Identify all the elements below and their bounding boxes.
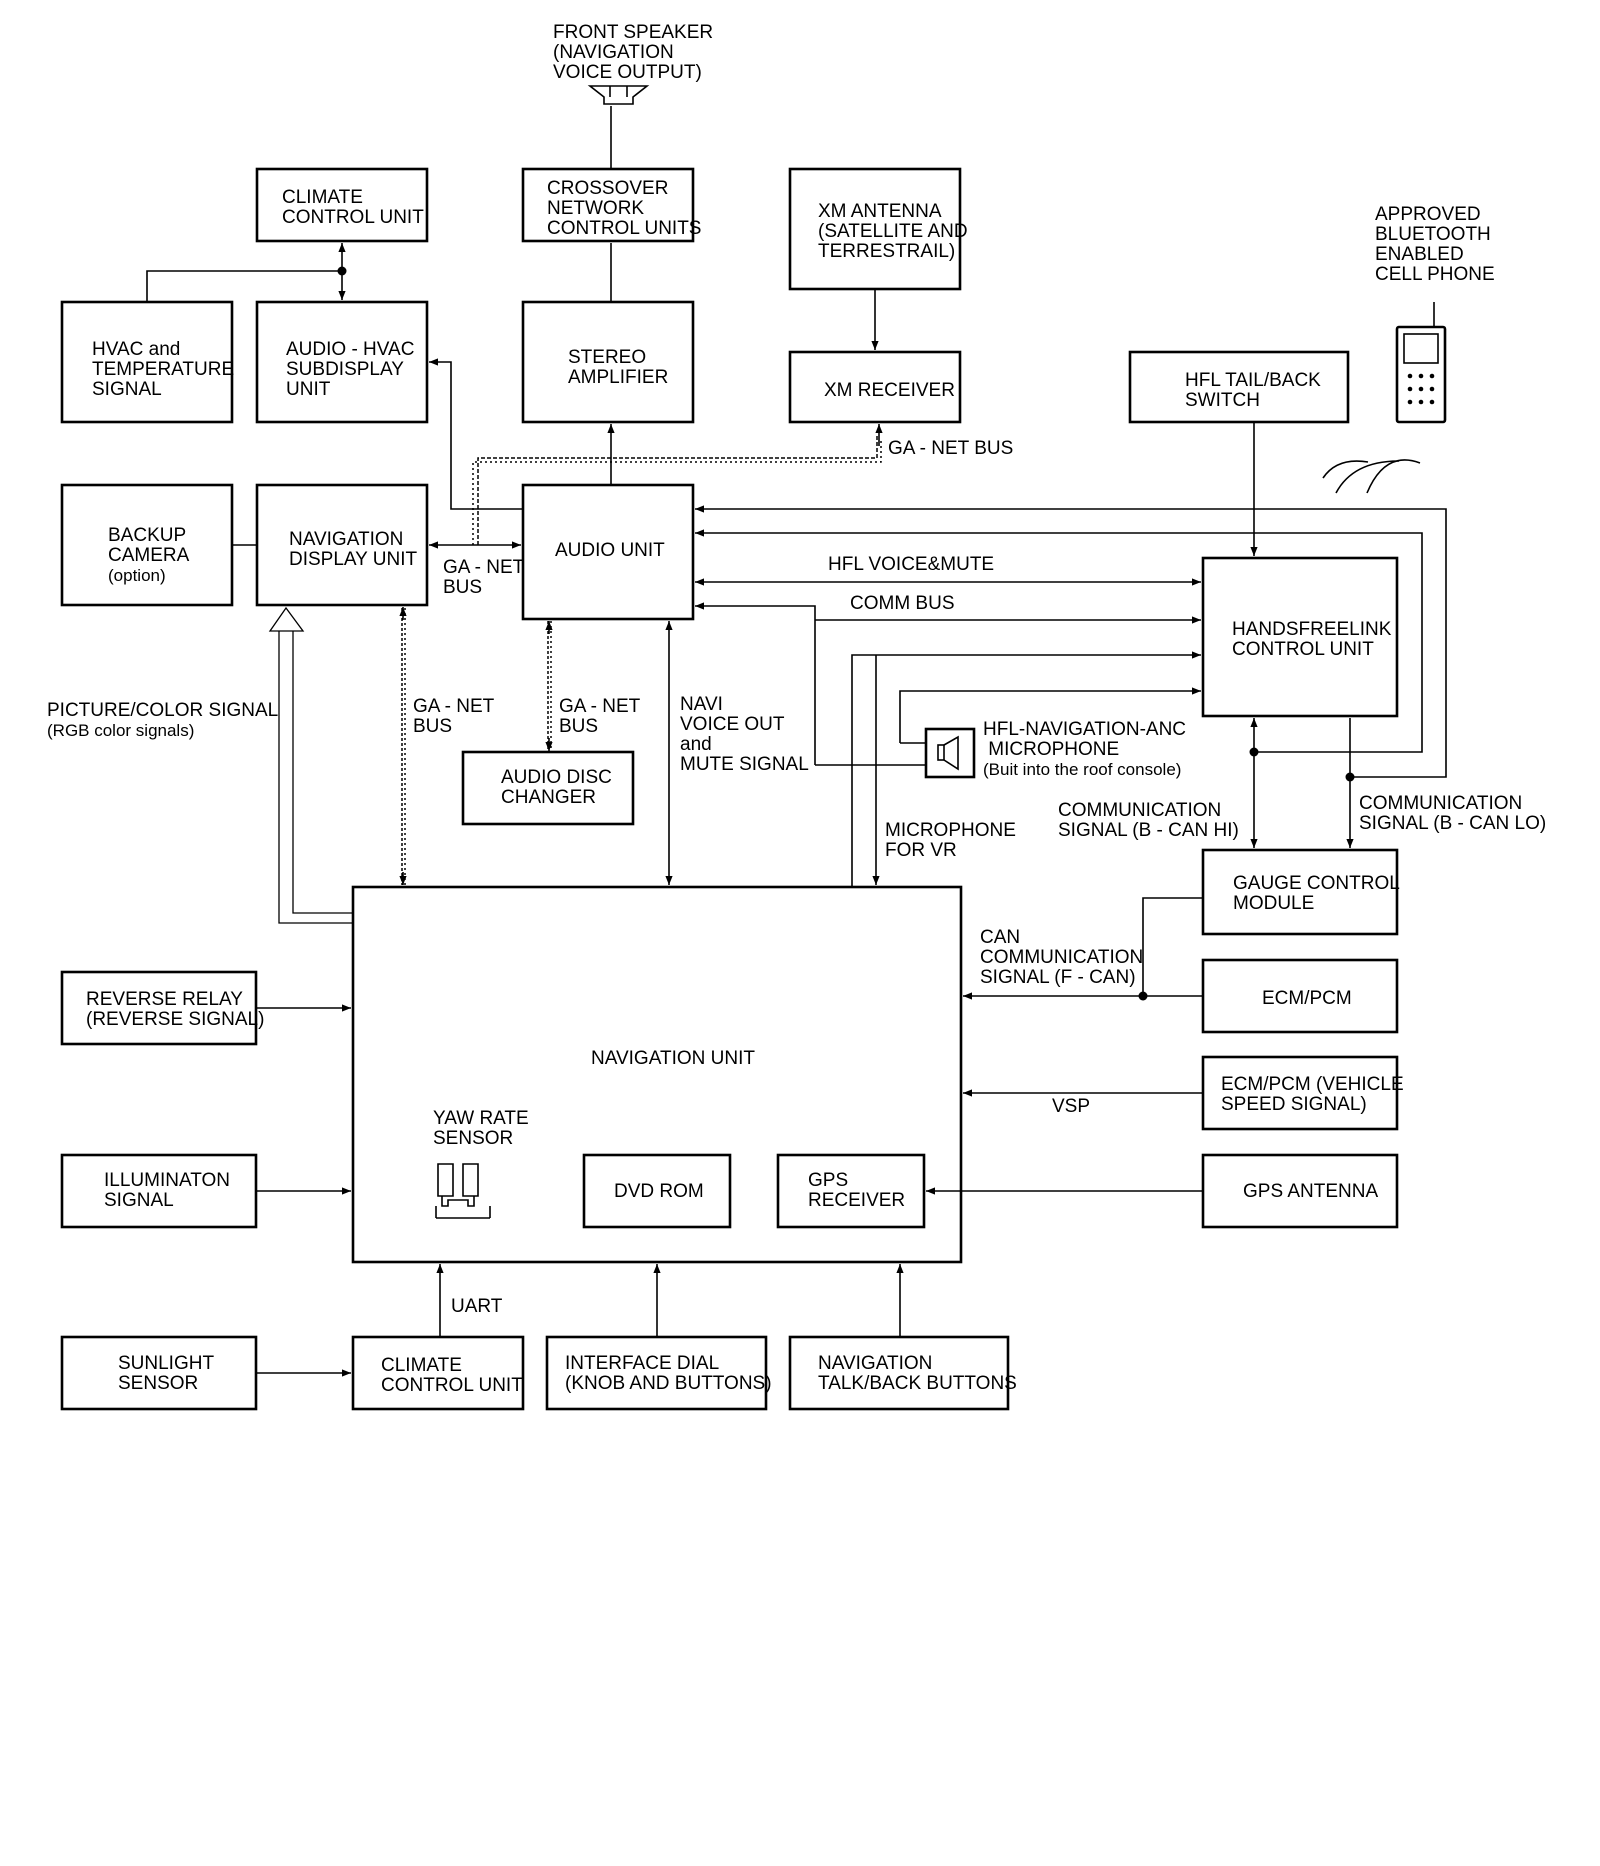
xm-receiver-label: XM RECEIVER [824,380,955,401]
reverse-relay-label: REVERSE RELAY(REVERSE SIGNAL) [86,989,264,1030]
hvac-temperature-box [60,300,234,424]
ga-net-bus-lines [399,424,883,885]
ga-net-bus-top-label: GA - NET BUS [888,438,1013,459]
climate-control-unit-bottom-box [351,1335,525,1411]
uart-label: UART [451,1296,503,1317]
backup-camera-box [60,483,234,607]
gauge-control-module-box [1201,848,1399,936]
dvd-rom-label: DVD ROM [614,1181,704,1202]
ecm-pcm-label: ECM/PCM [1262,988,1352,1009]
climate-control-unit-top-box [255,167,429,243]
audio-unit-box [521,483,695,621]
handsfreelink-control-unit-box [1201,556,1399,718]
dvd-rom-box [582,1153,732,1229]
comm-bus-label: COMM BUS [850,593,955,614]
sunlight-sensor-box [60,1335,258,1411]
speaker-horn-icon [587,85,650,105]
cell-phone-icon [1395,302,1447,424]
radio-waves-icon [1322,459,1421,494]
gps-antenna-label: GPS ANTENNA [1243,1181,1378,1202]
interface-dial-label: INTERFACE DIAL(KNOB AND BUTTONS) [565,1353,772,1394]
navigation-unit-label: NAVIGATION UNIT [591,1048,755,1069]
audio-disc-changer-box [461,750,635,826]
navigation-talk-back-box [788,1335,1010,1411]
audio-hvac-subdisplay-box [255,300,429,424]
gps-receiver-box [776,1153,926,1229]
ecm-pcm-box [1201,958,1399,1034]
audio-unit-label: AUDIO UNIT [555,540,665,561]
component-boxes [60,167,1399,1411]
microphone-label: HFL-NAVIGATION-ANC MICROPHONE(Buit into … [983,719,1186,779]
hfl-voice-mute-label: HFL VOICE&MUTE [828,554,994,575]
stereo-amplifier-box [521,300,695,424]
hfl-tail-back-switch-box [1128,350,1350,424]
microphone-speaker-icon [924,727,976,779]
connector-lines [146,106,1447,1377]
illumination-signal-box [60,1153,258,1229]
vsp-label: VSP [1052,1096,1090,1117]
picture-color-signal-label: PICTURE/COLOR SIGNAL(RGB color signals) [47,700,278,740]
reverse-relay-box [60,970,258,1046]
interface-dial-box [545,1335,768,1411]
navigation-display-unit-box [255,483,429,607]
yaw-sensor-icon [435,1163,491,1219]
xm-receiver-box [788,350,962,424]
xm-antenna-box [788,167,962,291]
crossover-network-box [521,167,695,243]
